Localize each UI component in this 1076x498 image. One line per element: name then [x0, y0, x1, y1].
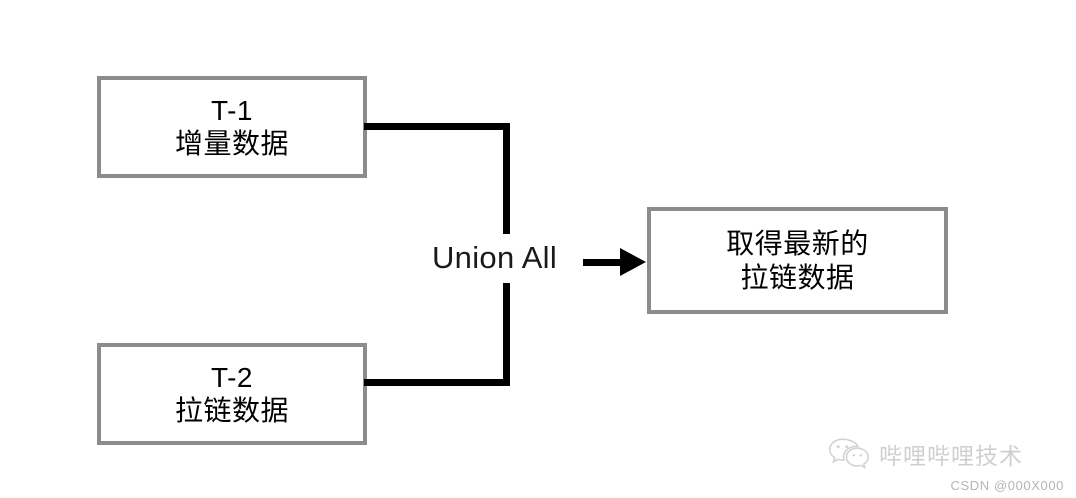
wechat-icon: [828, 437, 870, 471]
arrow-head-icon: [620, 248, 646, 276]
node-t1-subtitle: 增量数据: [174, 128, 289, 159]
node-t1-title: T-1: [211, 94, 253, 126]
watermark-account-name: 哔哩哔哩技术: [879, 443, 1023, 469]
node-output-line1: 取得最新的: [726, 228, 869, 260]
connector-t2-vertical: [503, 283, 510, 386]
node-t2-subtitle: 拉链数据: [174, 395, 289, 426]
connector-t1-horizontal: [364, 123, 510, 130]
connector-t1-vertical: [503, 123, 510, 234]
connector-t2-horizontal: [364, 379, 510, 386]
csdn-credit: CSDN @000X000: [950, 478, 1064, 493]
node-t2-title: T-2: [211, 361, 253, 393]
node-output: 取得最新的 拉链数据: [647, 207, 948, 314]
watermark: 哔哩哔哩技术: [828, 437, 1023, 471]
union-all-label: Union All: [432, 240, 558, 275]
connector-arrow-shaft: [583, 259, 627, 266]
node-t1: T-1 增量数据: [97, 76, 367, 178]
node-t2: T-2 拉链数据: [97, 343, 367, 445]
node-output-line2: 拉链数据: [740, 261, 855, 293]
